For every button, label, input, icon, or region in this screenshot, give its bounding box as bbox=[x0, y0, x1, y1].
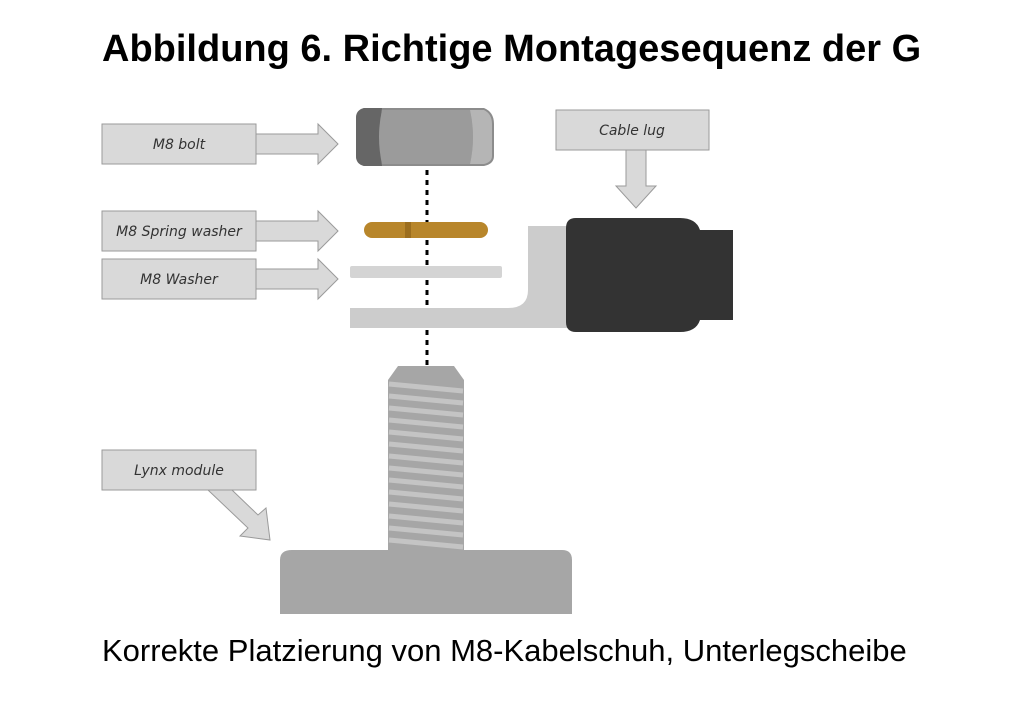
thread-line bbox=[388, 489, 464, 502]
cable-lug-sleeve bbox=[566, 218, 733, 332]
label-callout-cable-lug: Cable lug bbox=[555, 109, 710, 209]
spring-washer bbox=[364, 222, 488, 238]
bolt-head-right-facet bbox=[470, 110, 492, 164]
thread-line bbox=[388, 501, 464, 514]
thread-line bbox=[388, 429, 464, 442]
label-box-m8-bolt bbox=[101, 123, 257, 165]
thread-line bbox=[388, 417, 464, 430]
label-callout-lynx-module: Lynx module bbox=[101, 449, 271, 541]
thread-line bbox=[388, 453, 464, 466]
label-text-spring-washer: M8 Spring washer bbox=[116, 224, 243, 240]
threaded-stud bbox=[388, 366, 464, 552]
label-box-washer bbox=[101, 258, 257, 300]
cable-lug-plate bbox=[350, 226, 572, 328]
arrow-right-icon bbox=[255, 209, 339, 253]
lynx-module-base bbox=[280, 550, 572, 614]
arrow-down-icon bbox=[614, 149, 658, 209]
bolt-head-center-facet bbox=[379, 110, 473, 164]
thread-line bbox=[388, 513, 464, 526]
figure-title: Abbildung 6. Richtige Montagesequenz der… bbox=[102, 28, 922, 70]
thread-line bbox=[388, 393, 464, 406]
arrow-right-icon bbox=[255, 257, 339, 301]
label-text-cable-lug: Cable lug bbox=[599, 123, 665, 139]
stud-threads bbox=[388, 381, 464, 550]
bolt-head-left-facet bbox=[356, 108, 382, 166]
spring-washer-ring bbox=[364, 222, 488, 238]
label-callout-m8-bolt: M8 bolt bbox=[101, 122, 339, 166]
thread-line bbox=[388, 525, 464, 538]
label-box-spring-washer bbox=[101, 210, 257, 252]
thread-line bbox=[388, 405, 464, 418]
thread-line bbox=[388, 477, 464, 490]
spring-washer-split bbox=[405, 222, 411, 238]
thread-line bbox=[388, 441, 464, 454]
label-text-washer: M8 Washer bbox=[140, 272, 219, 288]
flat-washer bbox=[350, 266, 502, 278]
cable-lug bbox=[350, 218, 733, 332]
figure-caption: Korrekte Platzierung von M8-Kabelschuh, … bbox=[102, 633, 907, 668]
label-box-lynx-module bbox=[101, 449, 257, 491]
thread-line bbox=[388, 465, 464, 478]
arrow-right-icon bbox=[255, 122, 339, 166]
label-callout-spring-washer: M8 Spring washer bbox=[101, 209, 339, 253]
arrow-down-right-icon bbox=[206, 489, 271, 541]
bolt-head bbox=[356, 108, 494, 166]
thread-line bbox=[388, 537, 464, 550]
label-text-lynx-module: Lynx module bbox=[134, 463, 224, 479]
label-text-m8-bolt: M8 bolt bbox=[153, 137, 206, 153]
label-callout-washer: M8 Washer bbox=[101, 257, 339, 301]
thread-line bbox=[388, 381, 464, 394]
